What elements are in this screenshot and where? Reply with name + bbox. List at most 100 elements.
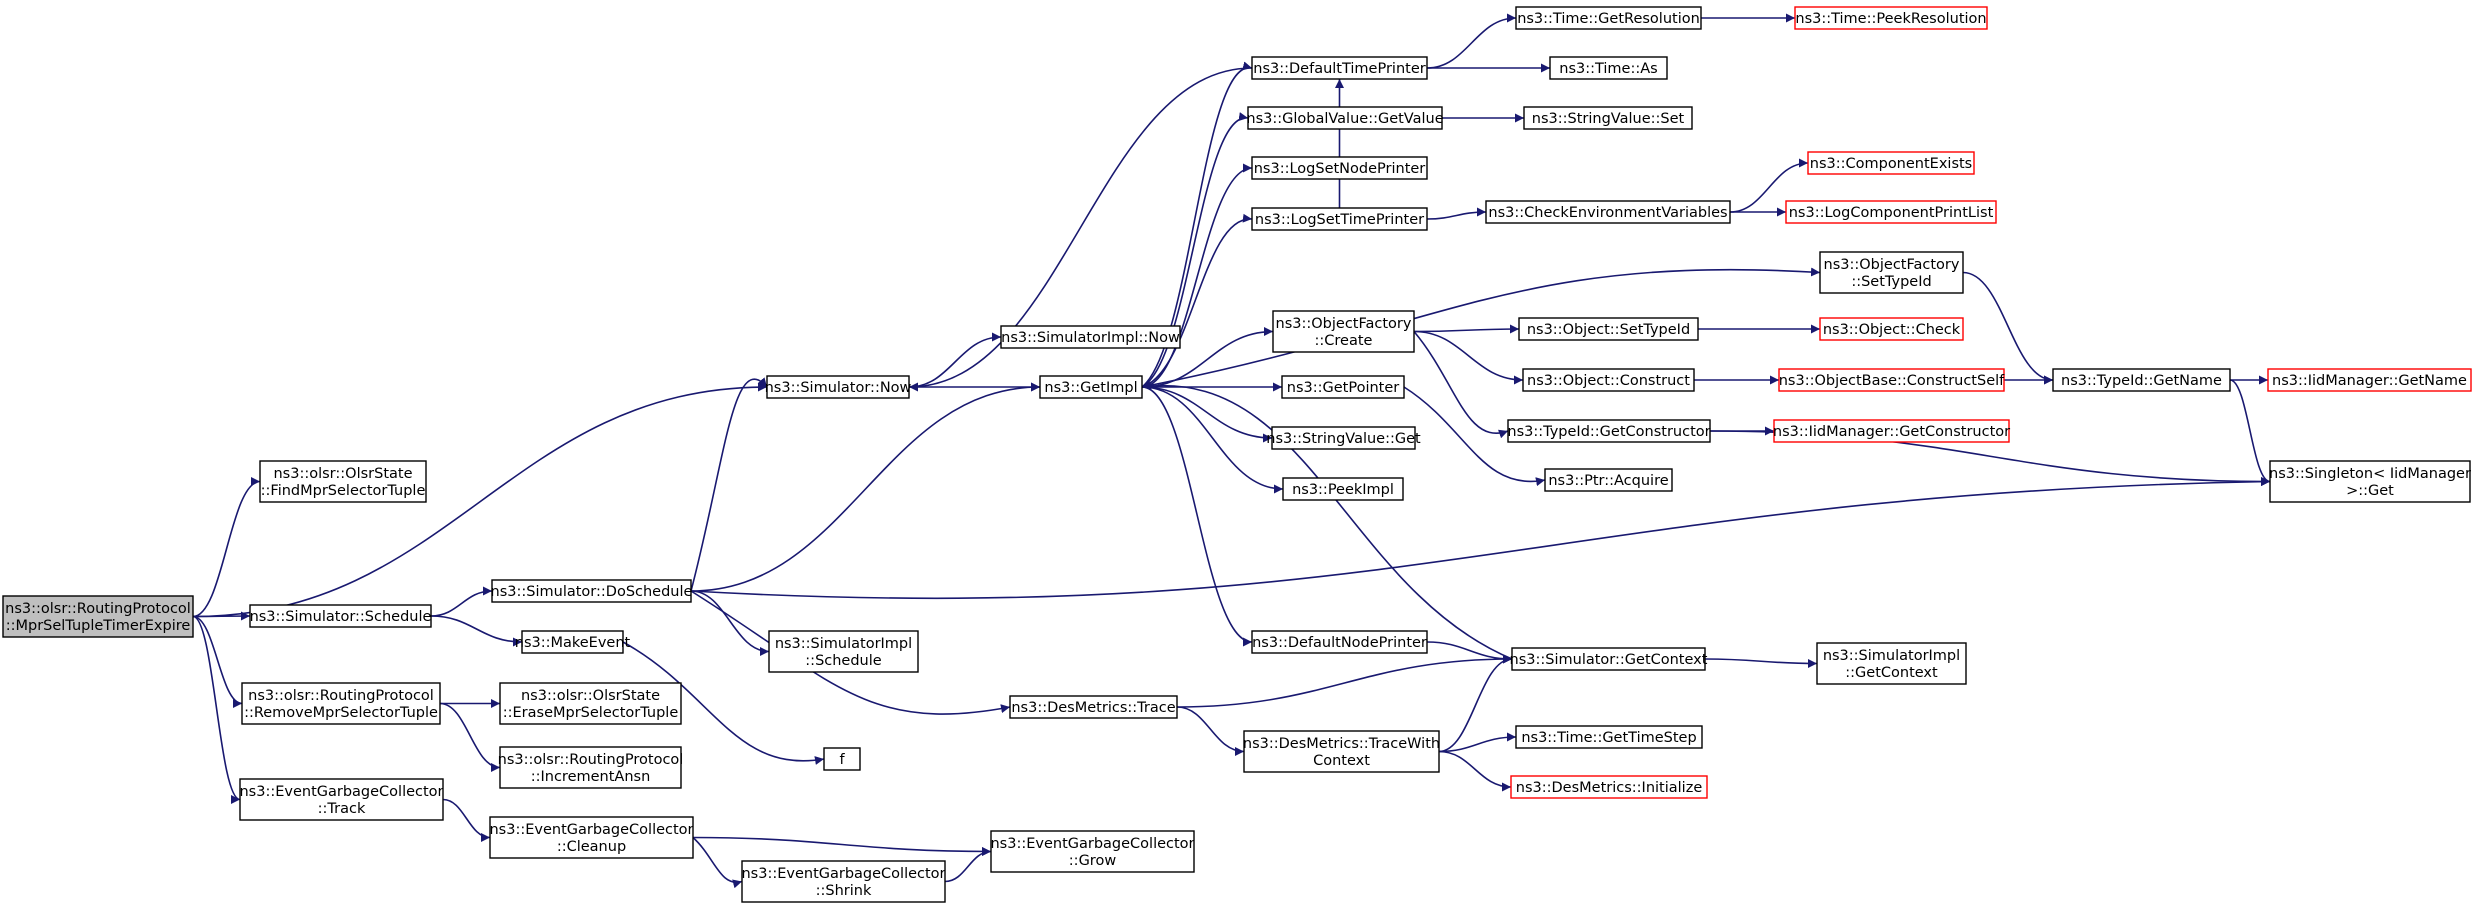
edge-n18-n28 <box>1176 706 1245 756</box>
node-label: ns3::olsr::OlsrState <box>521 688 660 704</box>
node-n45[interactable]: ns3::ObjectBase::ConstructSelf <box>1778 368 2005 392</box>
node-box <box>1000 325 1181 349</box>
node-box <box>1507 419 1711 443</box>
node-n9[interactable]: ns3::olsr::OlsrState::EraseMprSelectorTu… <box>499 682 682 725</box>
node-label: ::MprSelTupleTimerExpire <box>6 618 191 634</box>
node-label: ns3::Simulator::Now <box>765 380 912 396</box>
node-n19[interactable]: ns3::DefaultTimePrinter <box>1251 56 1428 80</box>
node-n35[interactable]: ns3::TypeId::GetConstructor <box>1507 419 1711 443</box>
node-label: ns3::Singleton< IidManager <box>2269 466 2471 482</box>
node-label: ::GetContext <box>1845 665 1938 681</box>
node-box <box>768 630 919 673</box>
node-n32[interactable]: ns3::CheckEnvironmentVariables <box>1485 200 1731 224</box>
node-n5[interactable]: ns3::olsr::RoutingProtocol::RemoveMprSel… <box>241 682 441 725</box>
node-n39[interactable]: ns3::DesMetrics::Initialize <box>1510 775 1708 799</box>
node-n10[interactable]: ns3::olsr::RoutingProtocol::IncrementAns… <box>498 746 684 789</box>
node-n17[interactable]: ns3::GetImpl <box>1039 375 1143 399</box>
node-label: ns3::EventGarbageCollector <box>990 836 1194 852</box>
edge-n18-n37 <box>1176 654 1513 708</box>
node-n31[interactable]: ns3::StringValue::Set <box>1523 106 1693 130</box>
node-label: ns3::PeekImpl <box>1292 482 1394 498</box>
node-n20[interactable]: ns3::GlobalValue::GetValue <box>1246 106 1444 130</box>
node-n6[interactable]: ns3::EventGarbageCollector::Track <box>239 778 444 821</box>
node-n16[interactable]: ns3::SimulatorImpl::Now <box>1000 325 1181 349</box>
node-n41[interactable]: ns3::ComponentExists <box>1807 151 1975 175</box>
edge-n7-n12 <box>690 590 770 656</box>
node-box <box>1522 368 1695 392</box>
node-box <box>741 860 946 903</box>
node-layer: ns3::olsr::RoutingProtocol::MprSelTupleT… <box>2 6 2472 903</box>
node-n23[interactable]: ns3::ObjectFactory::Create <box>1272 310 1415 353</box>
node-n47[interactable]: ns3::SimulatorImpl::GetContext <box>1816 642 1967 685</box>
edge-n6-n11 <box>442 798 491 842</box>
edge-n17-n26 <box>1141 386 1284 494</box>
node-n15[interactable]: ns3::EventGarbageCollector::Grow <box>990 830 1195 873</box>
node-box <box>1282 477 1404 501</box>
node-n30[interactable]: ns3::Time::As <box>1549 56 1668 80</box>
node-label: ns3::GlobalValue::GetValue <box>1246 111 1443 127</box>
node-n24[interactable]: ns3::GetPointer <box>1281 375 1405 399</box>
node-box <box>521 630 624 654</box>
node-box <box>489 816 694 859</box>
node-n43[interactable]: ns3::ObjectFactory::SetTypeId <box>1819 251 1964 294</box>
node-box <box>1515 725 1703 749</box>
node-n2[interactable]: ns3::olsr::OlsrState::FindMprSelectorTup… <box>259 460 427 503</box>
node-n48[interactable]: ns3::TypeId::GetName <box>2052 368 2231 392</box>
node-label: ns3::DesMetrics::Initialize <box>1516 780 1703 796</box>
node-label: Context <box>1313 753 1370 769</box>
node-label: ::Shrink <box>816 883 872 899</box>
edge-n17-n23 <box>1141 327 1274 388</box>
edge-n23-n34 <box>1413 330 1524 385</box>
node-label: ::Schedule <box>805 653 881 669</box>
node-label: ns3::EventGarbageCollector <box>239 784 443 800</box>
edge-n32-n41 <box>1729 158 1809 213</box>
node-n38[interactable]: ns3::Time::GetTimeStep <box>1515 725 1703 749</box>
node-box <box>1251 56 1428 80</box>
node-n18[interactable]: ns3::DesMetrics::Trace <box>1009 695 1178 719</box>
edge-n3-n16 <box>908 332 1002 388</box>
node-n14[interactable]: ns3::EventGarbageCollector::Shrink <box>741 860 946 903</box>
edge-n17-n20 <box>1141 112 1249 388</box>
node-n22[interactable]: ns3::LogSetTimePrinter <box>1251 207 1428 231</box>
node-n8[interactable]: ns3::MakeEvent <box>515 630 631 654</box>
node-n42[interactable]: ns3::LogComponentPrintList <box>1785 200 1997 224</box>
node-box <box>1816 642 1967 685</box>
node-n25[interactable]: ns3::StringValue::Get <box>1266 426 1421 450</box>
edge-n5-n10 <box>439 702 501 772</box>
edge-n17-n21 <box>1141 163 1253 388</box>
edge-n22-n32 <box>1426 207 1487 220</box>
node-box <box>249 604 432 628</box>
node-n26[interactable]: ns3::PeekImpl <box>1282 477 1404 501</box>
edge-n19-n29 <box>1426 13 1517 69</box>
node-n44[interactable]: ns3::Object::Check <box>1819 317 1964 341</box>
node-n27[interactable]: ns3::DefaultNodePrinter <box>1251 630 1428 654</box>
edge-n28-n38 <box>1438 732 1517 753</box>
node-n37[interactable]: ns3::Simulator::GetContext <box>1510 647 1708 671</box>
node-n49[interactable]: ns3::Singleton< IidManager >::Get <box>2269 460 2471 503</box>
node-n4[interactable]: ns3::Simulator::Schedule <box>249 604 432 628</box>
node-n34[interactable]: ns3::Object::Construct <box>1522 368 1695 392</box>
node-label: ns3::Simulator::DoSchedule <box>491 584 693 600</box>
node-box <box>990 830 1195 873</box>
node-label: ::IncrementAnsn <box>531 769 651 785</box>
node-n7[interactable]: ns3::Simulator::DoSchedule <box>491 579 693 603</box>
node-n50[interactable]: ns3::IidManager::GetName <box>2267 368 2472 392</box>
edge-n1-n3 <box>192 382 768 618</box>
edge-n17-n22 <box>1141 213 1253 388</box>
node-n21[interactable]: ns3::LogSetNodePrinter <box>1251 156 1428 180</box>
edge-n17-n25 <box>1141 386 1273 443</box>
node-n12[interactable]: ns3::SimulatorImpl::Schedule <box>768 630 919 673</box>
edge-n28-n37 <box>1438 654 1513 753</box>
node-n11[interactable]: ns3::EventGarbageCollector::Cleanup <box>489 816 694 859</box>
node-box <box>823 747 861 771</box>
node-n40[interactable]: ns3::Time::PeekResolution <box>1794 6 1988 30</box>
node-n33[interactable]: ns3::Object::SetTypeId <box>1518 317 1699 341</box>
node-n29[interactable]: ns3::Time::GetResolution <box>1515 6 1702 30</box>
edge-n27-n37 <box>1426 641 1513 664</box>
node-n46[interactable]: ns3::IidManager::GetConstructor <box>1773 419 2010 443</box>
node-n13[interactable]: f <box>823 747 861 771</box>
node-n36[interactable]: ns3::Ptr::Acquire <box>1544 468 1673 492</box>
node-label: ns3::ObjectFactory <box>1276 316 1412 332</box>
node-n3[interactable]: ns3::Simulator::Now <box>765 375 912 399</box>
